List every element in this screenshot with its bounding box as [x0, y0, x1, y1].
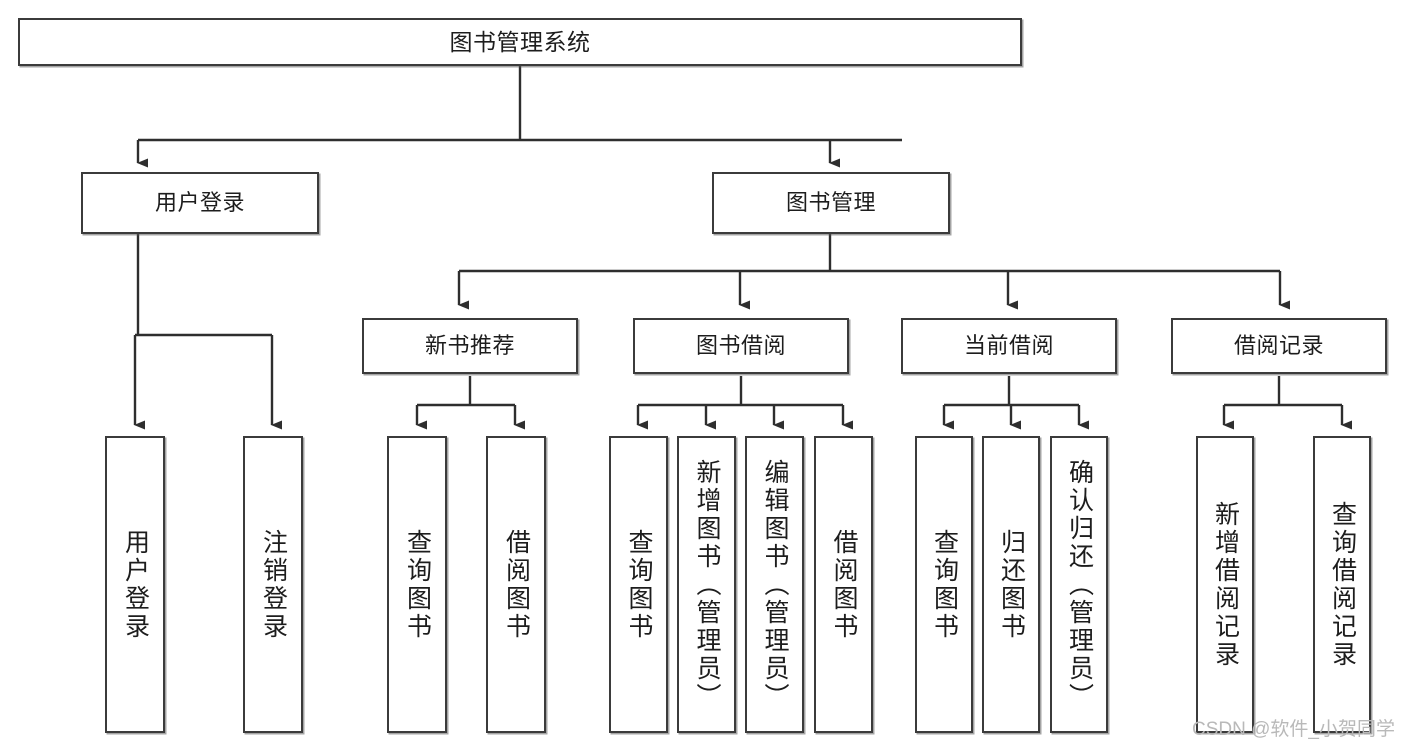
node-label: 借阅图书: [502, 528, 531, 641]
node-borrow-record[interactable]: 借阅记录: [1171, 318, 1387, 374]
node-leaf-user-login-signout[interactable]: 注销登录: [243, 436, 303, 733]
node-leaf-bookborrow-borrow-book[interactable]: 借阅图书: [814, 436, 873, 733]
node-label: 注销登录: [259, 528, 288, 641]
node-leaf-newbook-borrow-book[interactable]: 借阅图书: [486, 436, 546, 733]
node-root-book-management-system[interactable]: 图书管理系统: [18, 18, 1022, 66]
node-label: 查询图书: [930, 528, 959, 641]
node-label: 借阅图书: [830, 528, 858, 641]
node-label: 编辑图书（管理员）: [761, 458, 789, 711]
node-book-borrow[interactable]: 图书借阅: [633, 318, 849, 374]
node-leaf-currentborrow-return-book[interactable]: 归还图书: [982, 436, 1040, 733]
node-leaf-currentborrow-query-book[interactable]: 查询图书: [915, 436, 973, 733]
node-leaf-borrowrecord-add-record[interactable]: 新增借阅记录: [1196, 436, 1254, 733]
node-label: 查询图书: [403, 528, 432, 641]
node-label: 借阅记录: [1233, 333, 1324, 359]
node-label: 图书借阅: [695, 333, 786, 359]
node-label: 用户登录: [154, 190, 245, 216]
node-label: 查询图书: [625, 528, 653, 641]
connector-lines: [133, 66, 1352, 430]
node-leaf-newbook-query-book[interactable]: 查询图书: [387, 436, 447, 733]
node-label: 图书管理: [785, 190, 876, 216]
node-user-login[interactable]: 用户登录: [81, 172, 319, 234]
node-leaf-bookborrow-edit-book-admin[interactable]: 编辑图书（管理员）: [745, 436, 804, 733]
node-label: 确认归还（管理员）: [1065, 458, 1094, 711]
node-book-management[interactable]: 图书管理: [712, 172, 950, 234]
node-leaf-bookborrow-add-book-admin[interactable]: 新增图书（管理员）: [677, 436, 736, 733]
node-label: 新增图书（管理员）: [693, 458, 721, 711]
node-label: 当前借阅: [963, 333, 1054, 359]
node-label: 归还图书: [997, 528, 1026, 641]
node-label: 用户登录: [121, 528, 150, 641]
node-leaf-currentborrow-confirm-return-admin[interactable]: 确认归还（管理员）: [1050, 436, 1108, 733]
node-label: 查询借阅记录: [1328, 500, 1357, 669]
node-leaf-user-login-signin[interactable]: 用户登录: [105, 436, 165, 733]
node-leaf-bookborrow-query-book[interactable]: 查询图书: [609, 436, 668, 733]
node-label: 新书推荐: [424, 333, 515, 359]
node-leaf-borrowrecord-query-record[interactable]: 查询借阅记录: [1313, 436, 1371, 733]
node-label: 新增借阅记录: [1211, 500, 1240, 669]
csdn-watermark: CSDN @软件_小贺同学: [1192, 719, 1395, 740]
node-current-borrow[interactable]: 当前借阅: [901, 318, 1117, 374]
node-new-book-recommend[interactable]: 新书推荐: [362, 318, 578, 374]
node-label: 图书管理系统: [449, 28, 591, 55]
